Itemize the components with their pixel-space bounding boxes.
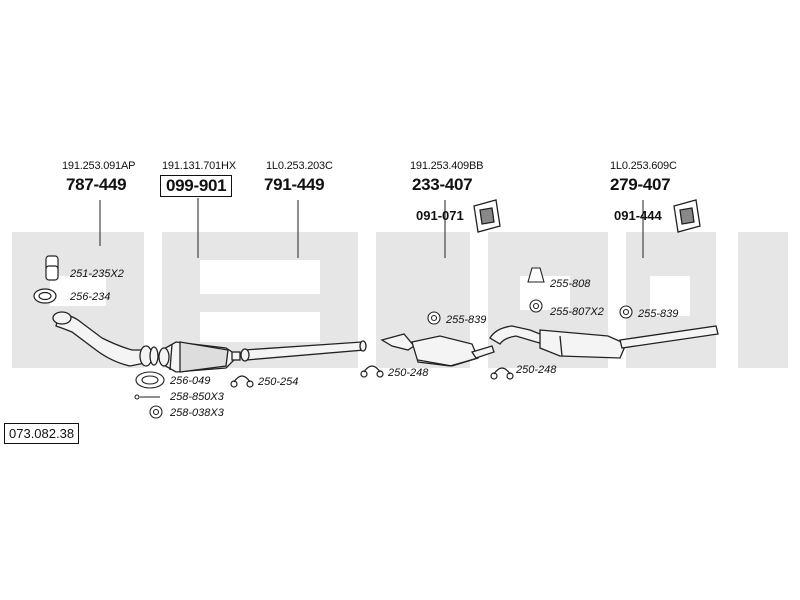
oem-number-4: 191.253.409BB: [410, 160, 484, 172]
label-rubber-mid: 255-839: [446, 314, 487, 326]
rubber-mount-mid: [427, 311, 441, 325]
oem-number-3: 1L0.253.203C: [266, 160, 333, 172]
label-rubber-far-r: 255-839: [638, 308, 679, 320]
part-number-4: 233-407: [412, 175, 473, 194]
hanger-part-1: 091-071: [416, 208, 464, 223]
leader-lines: [99, 198, 644, 258]
front-pipe: [52, 311, 159, 367]
middle-muffler: [380, 333, 495, 367]
label-bolt: 258-850X3: [170, 391, 224, 403]
label-clamp-c: 250-248: [516, 364, 557, 376]
oem-number-2: 191.131.701HX: [162, 160, 236, 172]
cat-fittings: [134, 371, 165, 419]
clamp-c-icon: [490, 367, 514, 380]
hanger-icon-2: [673, 199, 701, 233]
part-number-5: 279-407: [610, 175, 671, 194]
label-ring-top: 256-234: [70, 291, 111, 303]
watermark-cutouts: [50, 260, 690, 342]
oem-number-1: 191.253.091AP: [62, 160, 136, 172]
label-rubber-top-r: 255-808: [550, 278, 591, 290]
label-cat-ring: 256-049: [170, 375, 211, 387]
clamp-icon: [230, 375, 254, 388]
hanger-icon-1: [473, 199, 501, 233]
label-gasket-top: 251-235X2: [70, 268, 124, 280]
oem-number-5: 1L0.253.609C: [610, 160, 677, 172]
part-number-2: 099-901: [160, 175, 233, 197]
catalytic-converter: [158, 341, 241, 373]
part-number-1: 787-449: [66, 175, 127, 194]
rear-muffler: [489, 325, 719, 359]
hanger-part-2: 091-444: [614, 208, 662, 223]
label-rubber-mid-r: 255-807X2: [550, 306, 604, 318]
part-number-3: 791-449: [264, 175, 325, 194]
rubber-mount-rear: [527, 267, 633, 319]
label-clamp-a: 250-254: [258, 376, 299, 388]
reference-number: 073.082.38: [4, 423, 80, 444]
label-clamp-b: 250-248: [388, 367, 429, 379]
clamp-b-icon: [360, 365, 384, 378]
label-nut: 258-038X3: [170, 407, 224, 419]
gasket-pair-icon: [33, 255, 59, 304]
intermediate-pipe: [240, 340, 367, 362]
